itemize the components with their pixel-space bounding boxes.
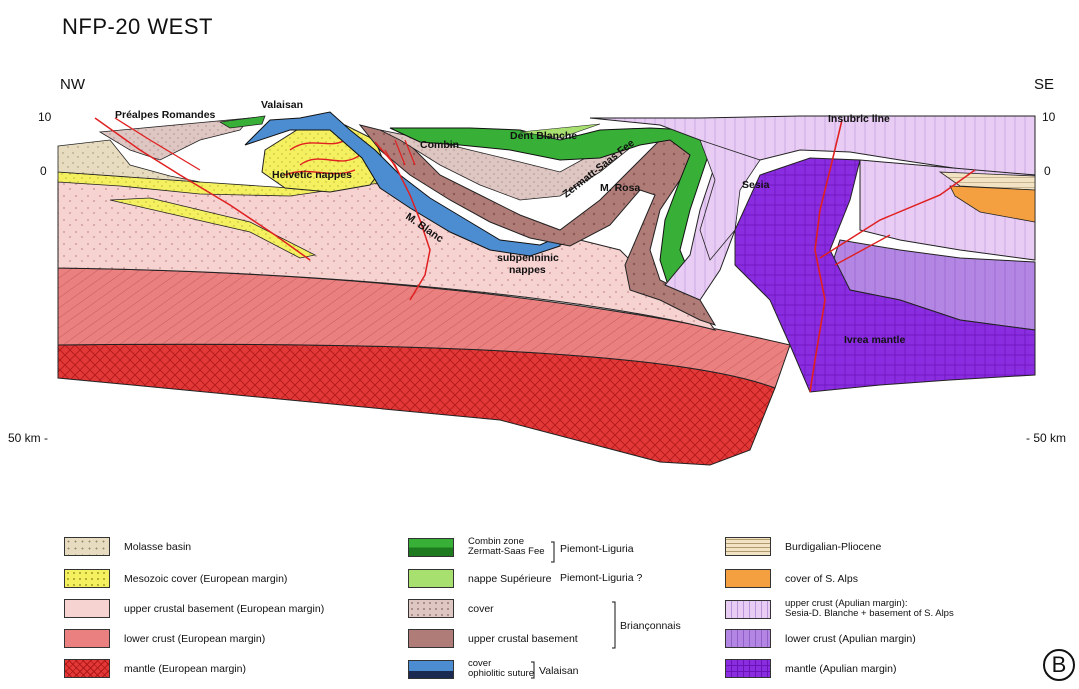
swatch-upper-crust-ap <box>725 600 771 619</box>
label-prealpes: Préalpes Romandes <box>115 109 216 121</box>
bracket-valaisan <box>531 662 534 678</box>
legend-label: mantle (Apulian margin) <box>785 663 896 675</box>
label-valaisan: Valaisan <box>261 99 303 111</box>
swatch-burdigalian <box>725 537 771 556</box>
legend-item-mantle-ap: mantle (Apulian margin) <box>725 659 896 678</box>
prealpes-nappe-green <box>220 116 265 128</box>
bracket-piemont <box>551 542 554 562</box>
label-ivrea-mantle: Ivrea mantle <box>844 334 905 346</box>
swatch-mantle-ap <box>725 659 771 678</box>
group-piemont-liguria-q: Piemont-Liguria ? <box>560 572 642 584</box>
label-dent-blanche: Dent Blanche <box>510 130 577 142</box>
legend-item-burdigalian: Burdigalian-Pliocene <box>725 537 881 556</box>
label-sesia: Sesia <box>742 179 770 191</box>
bracket-brianconnais <box>612 602 615 648</box>
cross-section: Préalpes Romandes Valaisan Combin Dent B… <box>0 0 1079 520</box>
label-subpenninic-2: nappes <box>509 264 546 276</box>
label-insubric-line: Insubric line <box>828 113 890 125</box>
group-valaisan: Valaisan <box>539 665 579 677</box>
group-piemont-liguria: Piemont-Liguria <box>560 543 634 555</box>
legend-label-two-line: upper crust (Apulian margin): Sesia-D. B… <box>785 599 954 619</box>
legend-item-cover-s-alps: cover of S. Alps <box>725 569 858 588</box>
legend-item-lower-crust-ap: lower crust (Apulian margin) <box>725 629 916 648</box>
legend-item-upper-crust-ap: upper crust (Apulian margin): Sesia-D. B… <box>725 599 954 619</box>
label-subpenninic-1: subpenninic <box>497 252 559 264</box>
group-brianconnais: Briançonnais <box>620 620 681 632</box>
label-helvetic-nappes: Helvetic nappes <box>272 169 352 181</box>
figure-badge: B <box>1043 649 1075 681</box>
legend-label: Burdigalian-Pliocene <box>785 541 881 553</box>
label-combin: Combin <box>420 139 459 151</box>
label-m-rosa: M. Rosa <box>600 182 640 194</box>
legend-label: cover of S. Alps <box>785 573 858 585</box>
swatch-lower-crust-ap <box>725 629 771 648</box>
swatch-cover-s-alps <box>725 569 771 588</box>
legend-label: lower crust (Apulian margin) <box>785 633 916 645</box>
legend-line2: Sesia-D. Blanche + basement of S. Alps <box>785 609 954 619</box>
